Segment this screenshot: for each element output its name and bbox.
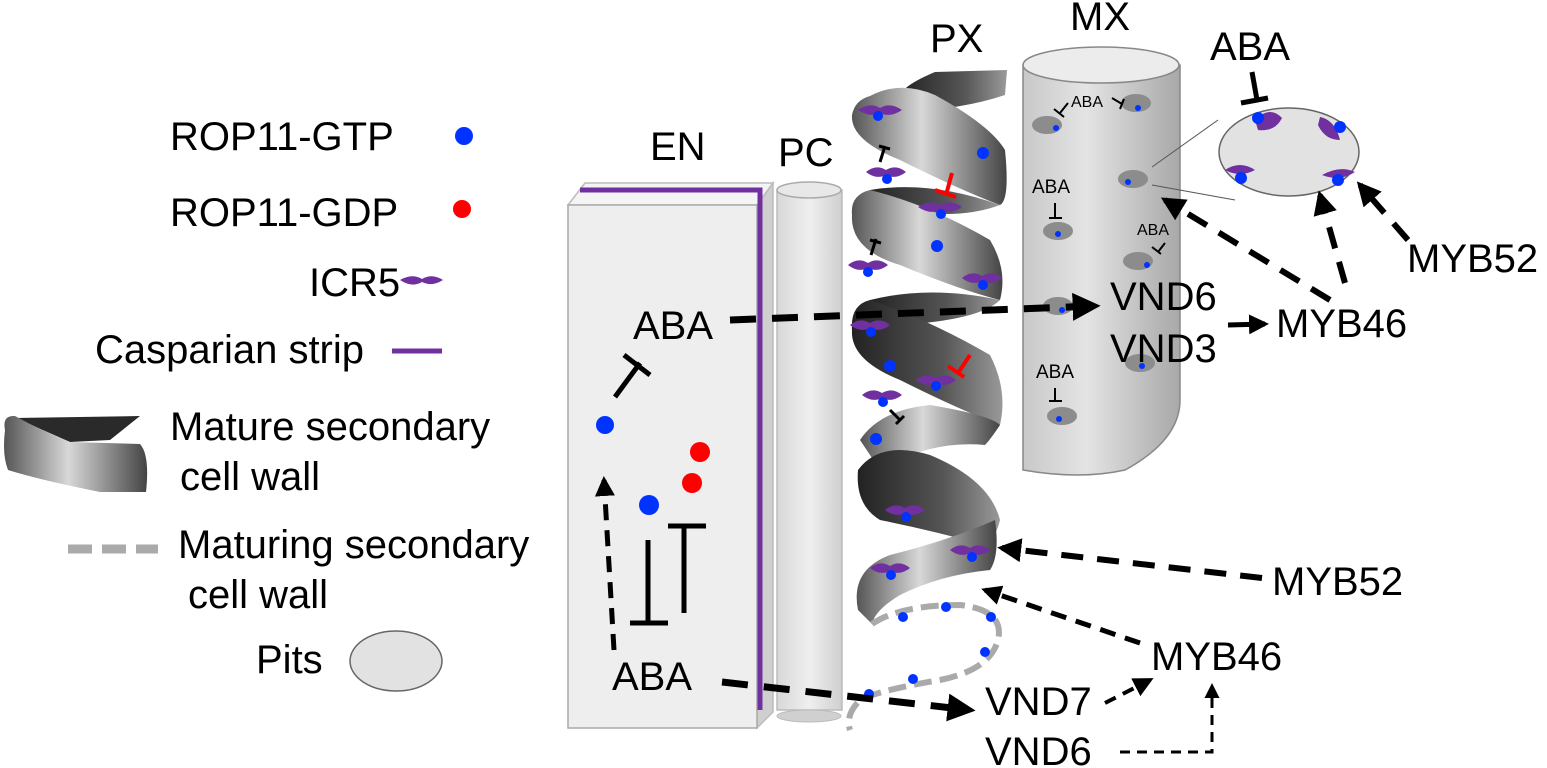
pit-icon: [349, 630, 443, 692]
regulatory-arrows: [721, 181, 1411, 754]
activation-arrow-aba-to-gtp: [594, 476, 617, 651]
rop11-gtp-icon: [455, 127, 473, 145]
mx-label: MX: [1070, 0, 1130, 39]
pc-label: PC: [778, 131, 834, 175]
rop11-gdp-dot: [682, 473, 702, 493]
endodermis-cell: EN: [566, 125, 775, 730]
legend-rop11-gtp-label: ROP11-GTP: [170, 115, 394, 159]
myb46-mx: MYB46: [1276, 302, 1407, 346]
arrow-vnd3-to-myb46: [1227, 314, 1269, 335]
icr5-rop11-complex: [858, 105, 902, 121]
aba-pit: ABA: [1210, 25, 1290, 69]
legend-maturing-line2: cell wall: [188, 573, 328, 617]
myb46-px: MYB46: [1151, 635, 1282, 679]
px-proteins: [848, 105, 1002, 699]
legend-pits-label: Pits: [256, 638, 323, 682]
arrow-myb46-to-pit: [1313, 190, 1348, 284]
arrow-myb46-to-px: [981, 585, 1141, 646]
aba-mx-3: ABA: [1137, 222, 1169, 239]
myb52-px: MYB52: [1272, 560, 1403, 604]
vnd3-mx: VND3: [1110, 327, 1217, 371]
legend-mature-line1: Mature secondary: [170, 405, 490, 449]
casparian-strip: [580, 187, 763, 710]
legend-rop11-gdp-label: ROP11-GDP: [170, 191, 398, 235]
aba-en-upper: ABA: [633, 304, 713, 348]
myb52-mx: MYB52: [1407, 237, 1538, 281]
vnd6-px: VND6: [985, 730, 1092, 768]
aba-mx-1: ABA: [1071, 94, 1103, 111]
legend-icr5-label: ICR5: [309, 261, 400, 305]
pericycle-cell: PC: [776, 131, 843, 723]
en-label: EN: [650, 125, 706, 169]
px-inhibitions-black: [869, 144, 906, 426]
vnd7-px: VND7: [985, 680, 1092, 724]
px-label: PX: [930, 17, 983, 61]
arrow-vnd7-to-myb46: [1104, 678, 1154, 705]
mx-pits: [1032, 94, 1155, 425]
mx-inhibitions: [1049, 97, 1166, 402]
rop11-gdp-dot: [690, 442, 710, 462]
arrow-aba-to-vnd6: [729, 292, 1101, 324]
aba-en-lower: ABA: [612, 655, 692, 699]
rop11-gdp-icon: [453, 200, 471, 218]
arrow-myb52-to-px: [997, 538, 1263, 581]
mutual-inhibition: [630, 523, 706, 626]
aba-mx-4: ABA: [1036, 362, 1074, 383]
rop11-gtp-dot: [596, 416, 614, 434]
protoxylem-helix: PX: [845, 17, 1007, 731]
icr5-icon: [400, 276, 443, 285]
legend-mature-line2: cell wall: [180, 455, 320, 499]
pit-zoom: [1151, 107, 1360, 201]
arrow-vnd6-to-myb46: [1120, 683, 1220, 754]
arrow-myb46-to-mx: [1160, 197, 1332, 303]
legend-casparian-label: Casparian strip: [95, 328, 364, 372]
inhibition-aba-to-gtp: [612, 353, 652, 399]
legend-maturing-line1: Maturing secondary: [178, 523, 529, 567]
vnd6-mx: VND6: [1110, 275, 1217, 319]
metaxylem-cell: MX: [1022, 0, 1181, 476]
mature-wall-icon: [4, 415, 148, 492]
arrow-myb52-to-pit: [1356, 181, 1411, 242]
rop11-gtp-dot: [639, 495, 659, 515]
px-inhibitions-red: [934, 172, 972, 379]
maturing-wall: [845, 601, 1002, 731]
inhibition-aba-to-pit: [1240, 71, 1269, 106]
legend: ROP11-GTP ROP11-GDP ICR5 Casparian strip…: [4, 115, 529, 692]
aba-mx-2: ABA: [1032, 177, 1070, 198]
